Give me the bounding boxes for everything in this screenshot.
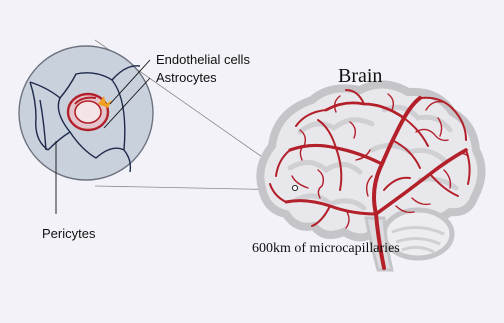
label-brain: Brain: [338, 65, 382, 87]
label-pericytes: Pericytes: [42, 226, 96, 241]
capillary-cross-section: [19, 46, 153, 180]
label-microcapillaries: 600km of microcapillaries: [252, 241, 400, 256]
capillary-marker: [292, 185, 297, 190]
label-astrocytes: Astrocytes: [156, 70, 217, 85]
label-endothelial-cells: Endothelial cells: [156, 52, 250, 67]
